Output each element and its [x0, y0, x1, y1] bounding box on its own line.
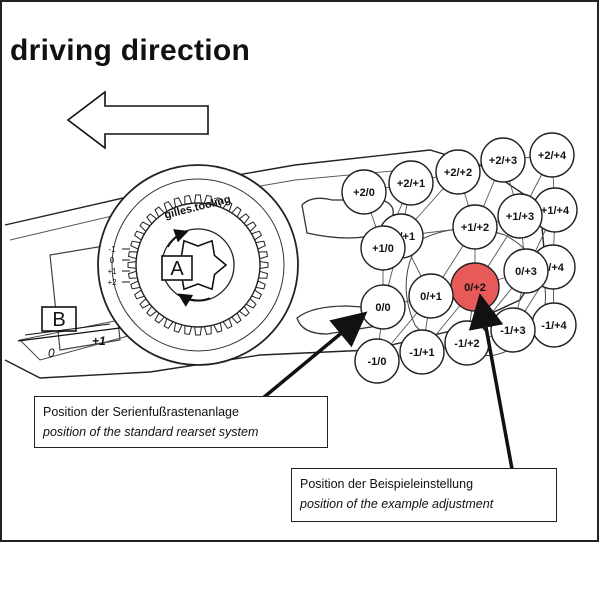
eccentric-tick-label: 0 [110, 256, 115, 265]
position-circle: -1/+1 [399, 329, 445, 375]
position-label: +2/0 [353, 187, 375, 199]
position-label: +1/+3 [506, 211, 534, 223]
position-label: +2/+3 [489, 155, 517, 167]
position-label: -1/+4 [541, 320, 567, 332]
position-label: 0/+1 [420, 291, 442, 303]
callout-standard-en: position of the standard rearset system [43, 425, 259, 439]
position-marker [503, 248, 549, 294]
callout-example: Position der Beispieleinstellung positio… [291, 468, 557, 522]
callout-standard: Position der Serienfußrastenanlage posit… [34, 396, 328, 448]
position-label: +1/+2 [461, 222, 489, 234]
position-label: +2/+2 [444, 167, 472, 179]
position-circle: -1/+3 [490, 307, 536, 353]
position-marker [408, 273, 454, 319]
position-label: -1/+1 [409, 347, 434, 359]
pointer-standard [261, 311, 368, 400]
eccentric-tick-label: -1 [108, 245, 116, 254]
position-circle: -1/0 [354, 338, 400, 384]
pointer-example [468, 293, 514, 470]
callout-standard-de: Position der Serienfußrastenanlage [43, 405, 239, 419]
position-marker [480, 137, 526, 183]
position-label: 0/+2 [464, 282, 486, 294]
position-circle: +2/+4 [529, 132, 575, 178]
direction-arrow-icon [66, 90, 209, 150]
label-b: B [52, 309, 65, 331]
position-circle: +2/0 [341, 169, 387, 215]
position-marker [529, 132, 575, 178]
scale-b-arrow [24, 323, 111, 336]
position-circle: +2/+3 [480, 137, 526, 183]
scale-b-line [17, 327, 121, 342]
eccentric-tick-label: +1 [107, 267, 117, 276]
position-marker [341, 169, 387, 215]
position-circle: -1/+4 [531, 302, 577, 348]
position-circle: +2/+2 [435, 149, 481, 195]
position-label: -1/+3 [500, 325, 525, 337]
position-marker [435, 149, 481, 195]
position-circle: 0/+3 [503, 248, 549, 294]
position-marker [360, 225, 406, 271]
position-label: -1/+2 [454, 338, 479, 350]
position-marker [354, 338, 400, 384]
position-circle: +1/+3 [497, 193, 543, 239]
scale-0: 0 [48, 346, 55, 360]
position-circle: 0/0 [360, 284, 406, 330]
position-marker [497, 193, 543, 239]
scale-plus1: +1 [92, 334, 106, 348]
position-circle-selected: 0/+2 [450, 262, 500, 312]
position-label: 0/0 [375, 302, 390, 314]
eccentric-disc: -1 0 +1 +2 [97, 164, 299, 366]
callout-example-en: position of the example adjustment [300, 497, 494, 511]
page-title: driving direction [10, 34, 251, 67]
label-b-box [41, 306, 77, 332]
position-label: +2/+4 [538, 150, 567, 162]
position-circle: +1/0 [360, 225, 406, 271]
position-marker [452, 204, 498, 250]
position-circle: -1/+2 [444, 320, 490, 366]
eccentric-tick-label: +2 [107, 278, 117, 287]
position-circle: 0/+1 [408, 273, 454, 319]
position-marker [388, 160, 434, 206]
callout-example-de: Position der Beispieleinstellung [300, 477, 474, 491]
position-label: -1/0 [368, 356, 387, 368]
position-circle: +2/+1 [388, 160, 434, 206]
position-label: +1/0 [372, 243, 394, 255]
label-a: A [170, 258, 184, 280]
position-circle: +1/+2 [452, 204, 498, 250]
position-marker [399, 329, 445, 375]
position-label: +1/+4 [541, 205, 570, 217]
page-border [0, 0, 599, 542]
position-label: 0/+3 [515, 266, 537, 278]
position-grid: +2/+4 +2/+3 +2/+2 +2/+1 +2/0 +1/+4 +1/+3 +1/+2 +… [341, 132, 578, 384]
position-label: +2/+1 [397, 178, 425, 190]
position-marker [360, 284, 406, 330]
label-a-box [161, 255, 193, 281]
